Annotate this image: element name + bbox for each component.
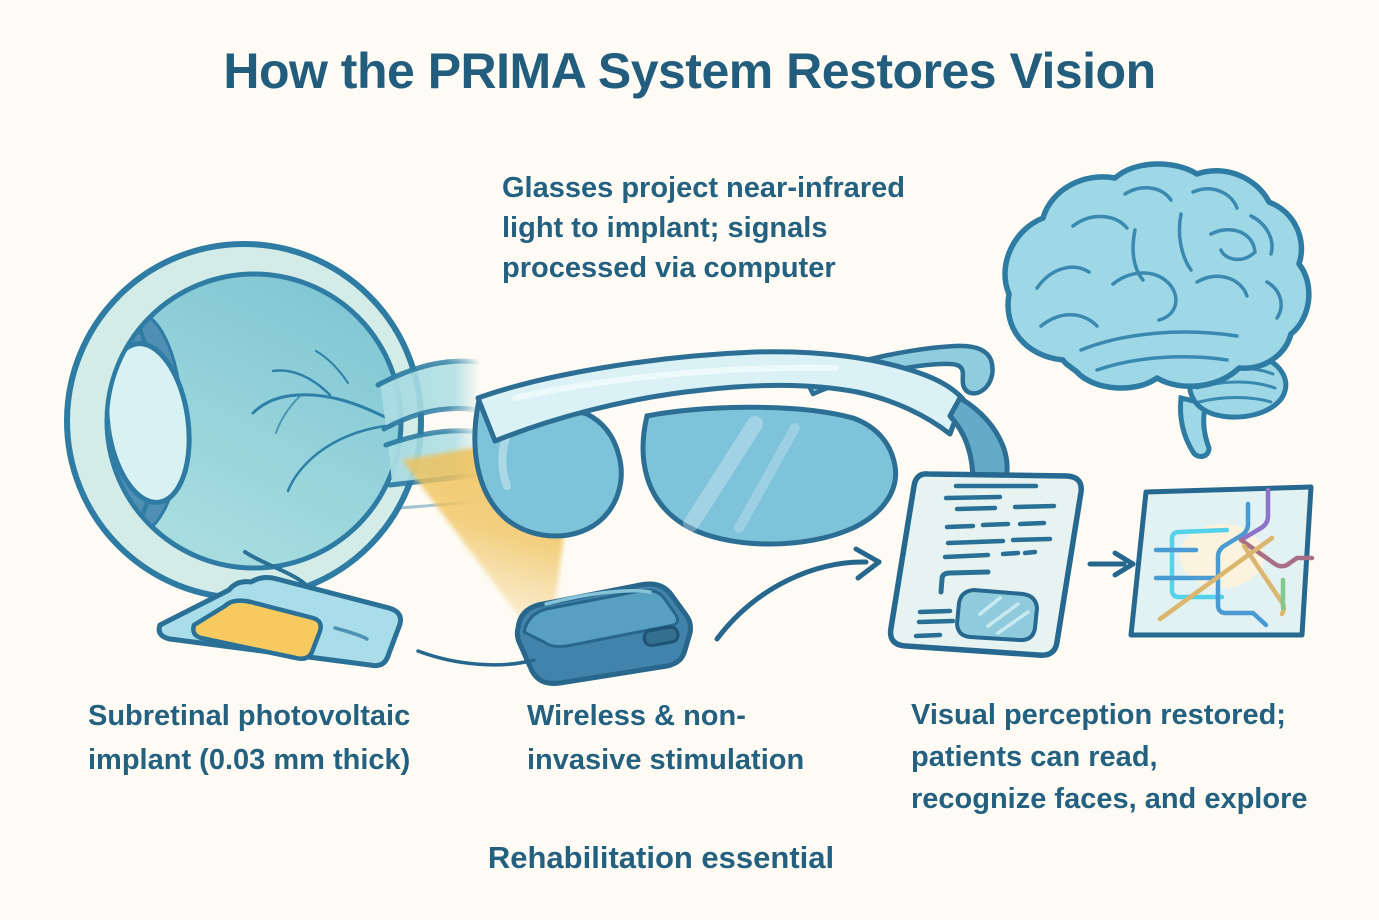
implant-to-device-line xyxy=(416,649,536,667)
brain-stem xyxy=(1178,394,1212,459)
map-transit-lines xyxy=(1153,487,1315,628)
glasses-right-lens xyxy=(640,404,899,547)
glasses-caption: Glasses project near-infrared light to i… xyxy=(502,168,905,288)
caption-line: patients can read, xyxy=(911,741,1158,773)
processor-port xyxy=(642,625,680,648)
caption-line: processed via computer xyxy=(502,252,836,284)
caption-line: implant (0.03 mm thick) xyxy=(88,744,411,776)
document-text-lines xyxy=(913,483,1057,639)
outcome-caption: Visual perception restored; patients can… xyxy=(911,694,1307,820)
retinal-vessels xyxy=(251,350,395,493)
eye-cross-section-illustration xyxy=(64,241,481,601)
eye-lens xyxy=(109,341,192,505)
processor-top-face xyxy=(522,588,680,648)
caption-line: light to implant; signals xyxy=(502,212,828,244)
document-image xyxy=(955,588,1039,643)
caption-line: invasive stimulation xyxy=(527,744,805,776)
brain-illustration xyxy=(1002,161,1312,459)
navigation-map-illustration xyxy=(1128,484,1315,638)
device-to-document-arrow xyxy=(714,546,882,642)
footer-caption: Rehabilitation essential xyxy=(487,840,835,875)
caption-line: Subretinal photovoltaic xyxy=(88,700,411,732)
implant-caption: Subretinal photovoltaic implant (0.03 mm… xyxy=(88,694,410,782)
wireless-processor-illustration xyxy=(514,581,693,686)
page-title: How the PRIMA System Restores Vision xyxy=(223,43,1156,99)
caption-line: Visual perception restored; xyxy=(911,699,1286,731)
glasses-frame xyxy=(475,349,966,444)
reading-document-illustration xyxy=(887,471,1084,658)
caption-line: Wireless & non- xyxy=(527,700,746,732)
stimulation-caption: Wireless & non- invasive stimulation xyxy=(527,694,804,782)
photovoltaic-array xyxy=(191,598,323,661)
subretinal-implant-illustration xyxy=(156,550,403,669)
caption-line: Glasses project near-infrared xyxy=(502,172,905,204)
caption-line: recognize faces, and explore xyxy=(911,783,1308,815)
document-to-map-arrow xyxy=(1087,550,1136,578)
implant-connector-line xyxy=(243,550,307,586)
brain-gyri xyxy=(1035,186,1283,372)
